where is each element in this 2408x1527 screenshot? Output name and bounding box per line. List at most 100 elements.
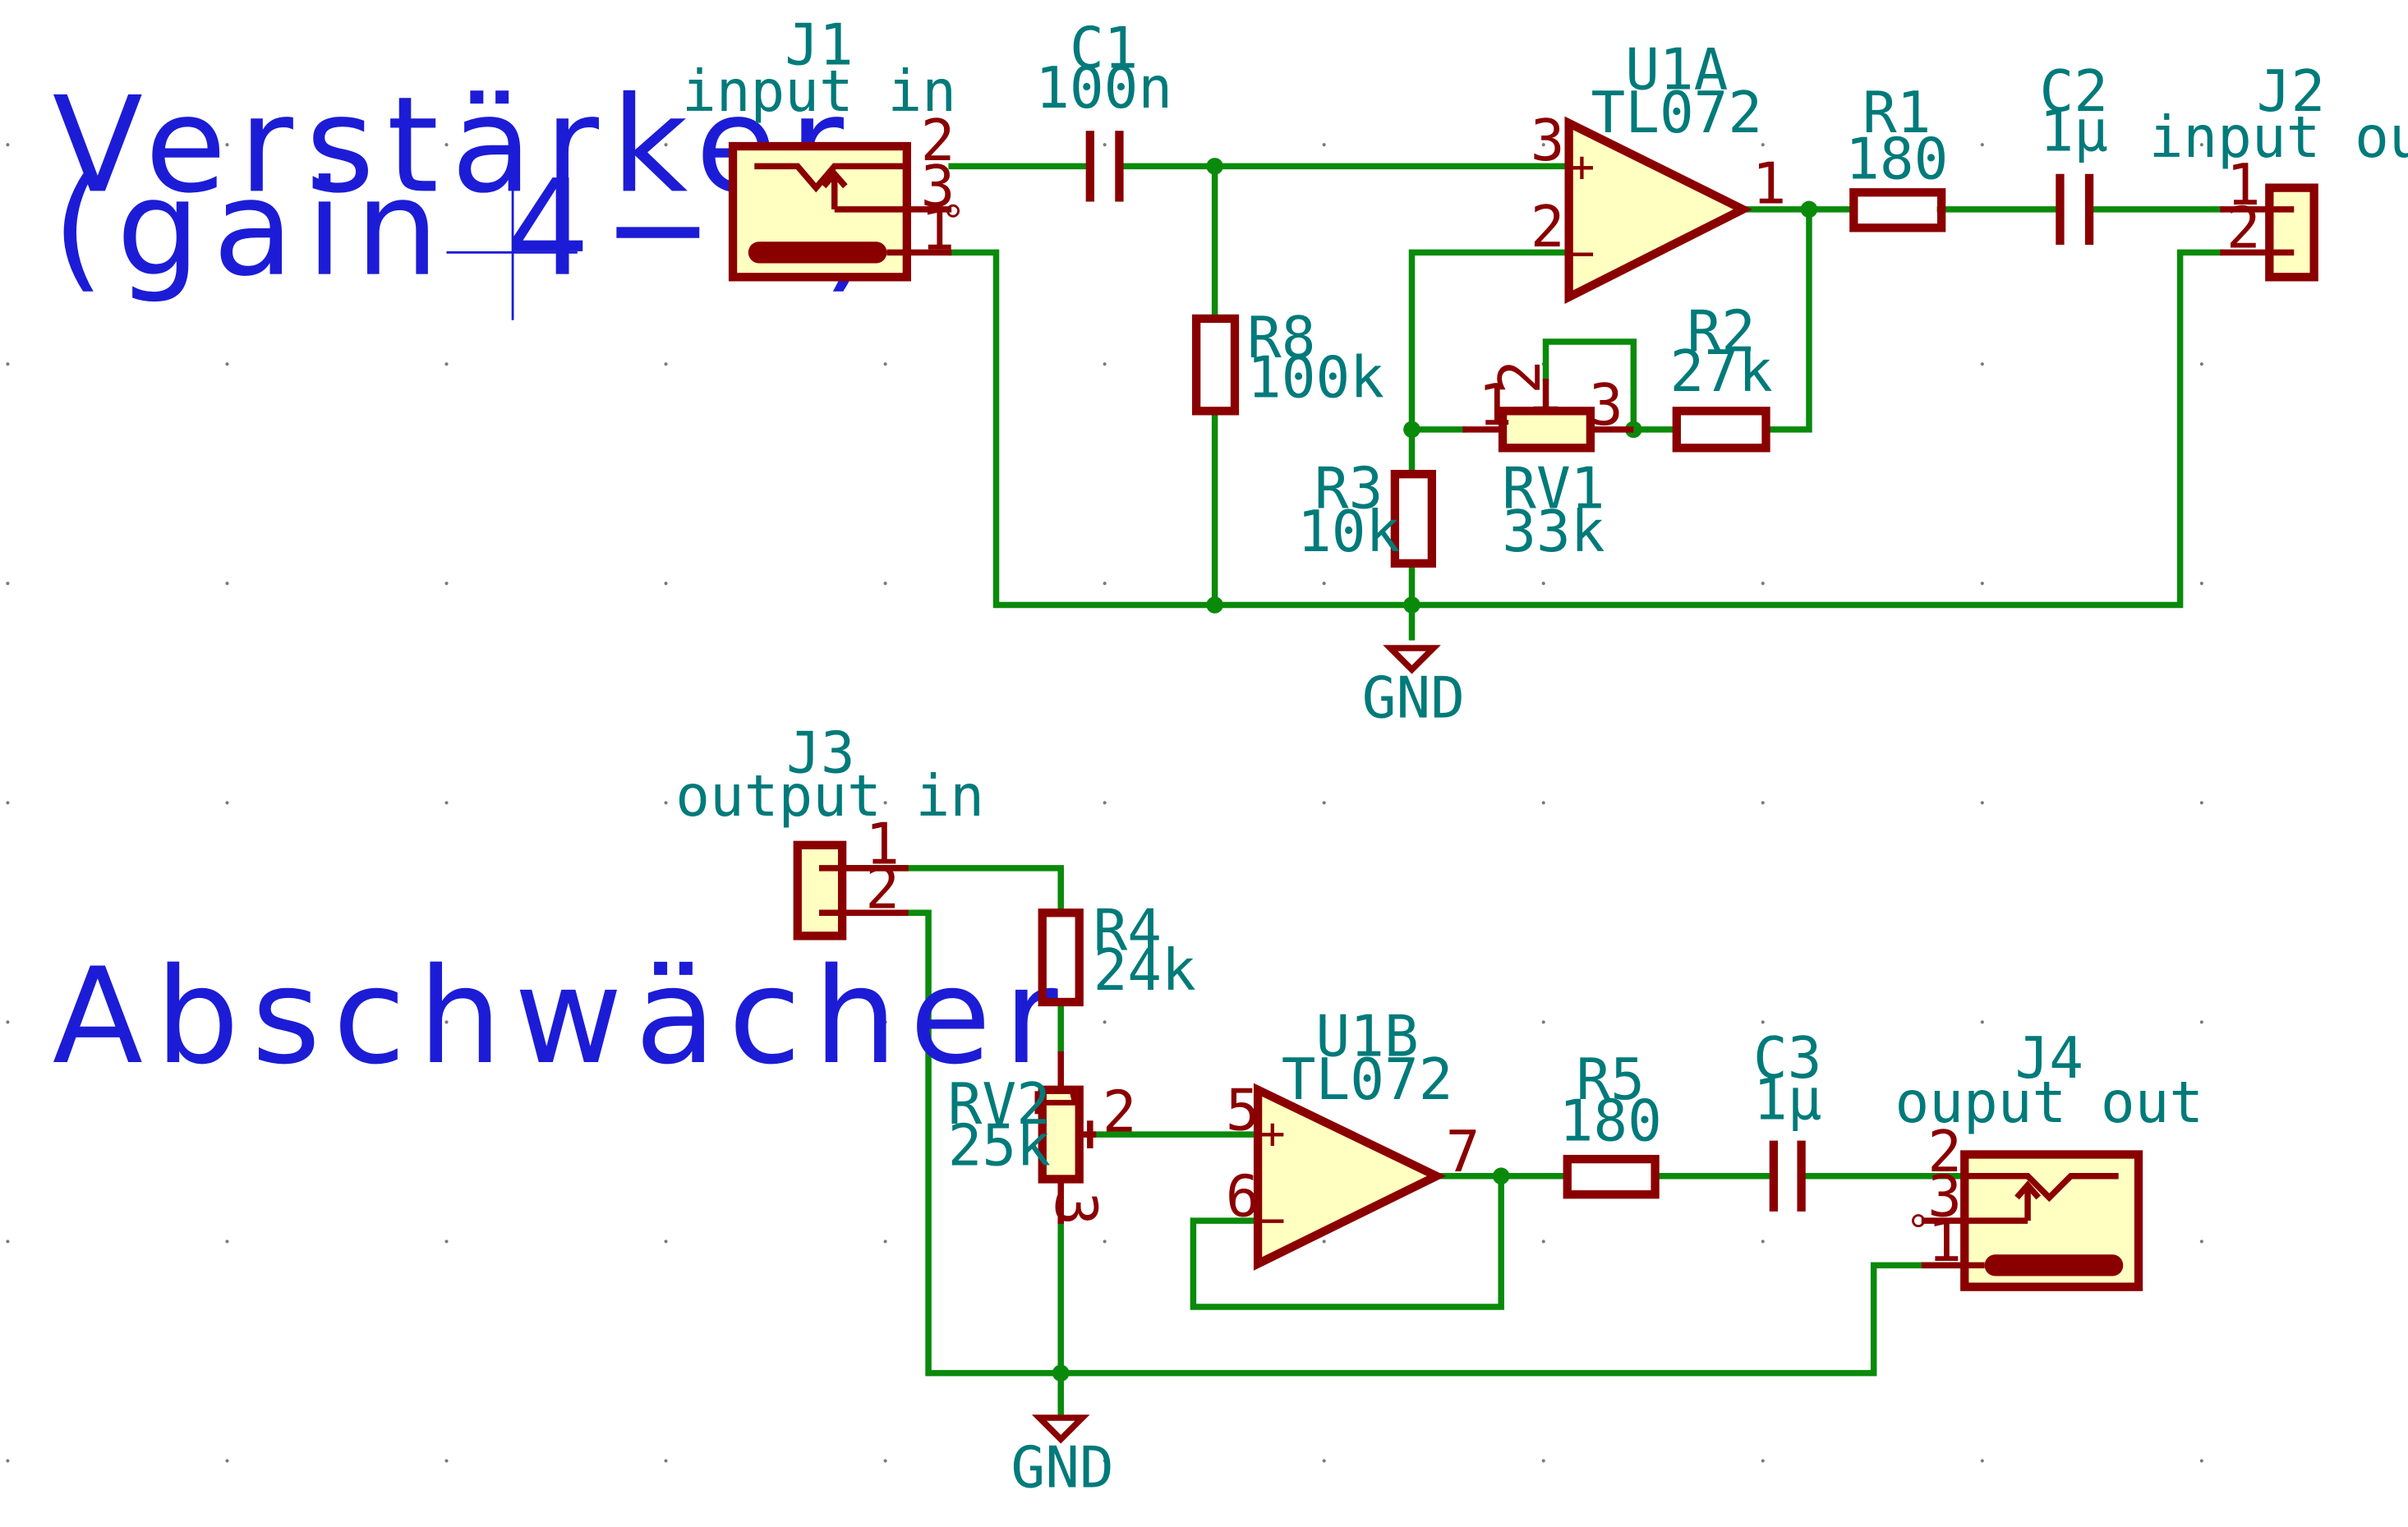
grid-dot <box>225 143 229 147</box>
grid-dot <box>1322 362 1326 366</box>
capacitor-c3[interactable]: C3 1µ <box>1753 1026 1821 1212</box>
grid-dot <box>664 582 668 586</box>
ref-label: J2 <box>2257 59 2325 125</box>
grid-dot <box>1761 582 1765 586</box>
value-label: 1µ <box>1753 1067 1821 1133</box>
value-label: TL072 <box>1591 80 1762 146</box>
grid-dot <box>1541 1240 1545 1244</box>
resistor-r4[interactable]: R4 24k <box>1038 898 1196 1007</box>
value-label: 24k <box>1093 938 1196 1004</box>
grid-dot <box>1761 362 1765 366</box>
grid-dot <box>2199 801 2203 805</box>
ref-label: J4 <box>2015 1026 2083 1092</box>
grid-dot <box>2199 143 2203 147</box>
grid-dot <box>1541 1020 1545 1024</box>
grid-dot <box>225 801 229 805</box>
jack-j4[interactable]: 2 3 1 J4 ouput out <box>1895 1026 2203 1291</box>
ref-label: R3 <box>1315 456 1383 522</box>
grid-dot <box>2199 582 2203 586</box>
value-label: output in <box>675 764 984 830</box>
plus-sign: + <box>1259 1109 1286 1159</box>
ground-symbol: GND <box>1011 1414 1114 1501</box>
capacitor-c2[interactable]: C2 1µ <box>2040 59 2108 245</box>
grid-dot <box>1541 801 1545 805</box>
pin-number: 2 <box>1927 1120 1962 1185</box>
grid-dot <box>444 582 449 586</box>
value-label: GND <box>1362 665 1465 731</box>
grid-dot <box>1980 582 1984 586</box>
pin-number: 2 <box>1488 360 1554 394</box>
ref-label: R2 <box>1687 299 1755 365</box>
grid-dot <box>6 582 10 586</box>
grid-dot <box>1322 1240 1326 1244</box>
ref-label: J1 <box>785 13 853 79</box>
pin-number: 2 <box>921 108 955 174</box>
grid-dot <box>1541 143 1545 147</box>
opamp-u1a[interactable]: + − 3 2 1 U1A TL072 <box>1531 38 1787 305</box>
value-label: TL072 <box>1282 1047 1453 1113</box>
grid-dot <box>1103 143 1107 147</box>
grid-dot <box>1322 1459 1326 1463</box>
grid-dot <box>664 1240 668 1244</box>
pin-number: 5 <box>1226 1079 1260 1144</box>
value-label: input in <box>682 59 956 125</box>
resistor-r8[interactable]: R8 100k <box>1191 306 1384 416</box>
grid-dot <box>444 1020 449 1024</box>
pin-number: 2 <box>1103 1079 1137 1145</box>
grid-dot <box>1761 1020 1765 1024</box>
potentiometer-rv1[interactable]: 1 2 3 RV1 33k <box>1462 360 1634 565</box>
grid-dot <box>6 1459 10 1463</box>
jack-j1[interactable]: 2 3 1 J1 input in <box>682 13 960 282</box>
connector-j3[interactable]: 1 2 J3 output in <box>675 721 984 941</box>
grid-dot <box>883 582 887 586</box>
ref-label: R8 <box>1247 306 1315 371</box>
grid-dot <box>6 801 10 805</box>
junction-dot <box>1052 1364 1070 1382</box>
pin-number: 1 <box>1927 1209 1962 1275</box>
value-label: 180 <box>1845 126 1948 192</box>
grid-dot <box>1103 1240 1107 1244</box>
ref-label: RV2 <box>948 1072 1051 1138</box>
grid-dot <box>1103 582 1107 586</box>
grid-dot <box>1541 582 1545 586</box>
grid-dot <box>1980 1459 1984 1463</box>
grid-dot <box>1761 801 1765 805</box>
resistor-r1[interactable]: R1 180 <box>1845 80 1948 232</box>
grid-dot <box>1103 1459 1107 1463</box>
grid-dot <box>1322 1020 1326 1024</box>
pin-number: 3 <box>1589 373 1623 439</box>
grid-dot <box>1761 1240 1765 1244</box>
resistor-r3[interactable]: R3 10k <box>1297 456 1437 568</box>
grid-dot <box>883 801 887 805</box>
wire <box>1408 249 1572 476</box>
junction-dot <box>1403 421 1420 439</box>
pin-number: 6 <box>1226 1164 1260 1230</box>
resistor-r5[interactable]: R5 180 <box>1559 1047 1662 1199</box>
capacitor-c1[interactable]: C1 100n <box>1035 16 1172 202</box>
grid-dot <box>225 1459 229 1463</box>
ref-label: R5 <box>1576 1047 1644 1113</box>
value-label: 180 <box>1559 1089 1662 1155</box>
value-label: input out <box>2149 105 2408 171</box>
grid-dot <box>1980 143 1984 147</box>
ref-label: C2 <box>2040 59 2108 125</box>
value-label: 1µ <box>2040 99 2108 165</box>
connector-j2[interactable]: 1 2 J2 input out <box>2149 59 2408 282</box>
junction-dot <box>1800 200 1818 218</box>
grid-dot <box>1322 582 1326 586</box>
grid-dot <box>1103 801 1107 805</box>
grid-dot <box>1103 1020 1107 1024</box>
junction-dot <box>1206 158 1223 175</box>
opamp-u1b[interactable]: + − 5 6 7 U1B TL072 <box>1226 1005 1480 1271</box>
potentiometer-rv2[interactable]: 1 2 3 RV2 25k <box>948 1051 1137 1226</box>
value-label: ouput out <box>1895 1070 2203 1136</box>
pin-number: 1 <box>921 198 955 264</box>
value-label: 33k <box>1502 499 1605 565</box>
resistor-r2[interactable]: R2 27k <box>1670 299 1773 453</box>
wire <box>843 865 1064 917</box>
grid-dot <box>6 362 10 366</box>
grid-dot <box>664 1459 668 1463</box>
grid-dot <box>664 143 668 147</box>
value-label: 10k <box>1297 499 1400 565</box>
